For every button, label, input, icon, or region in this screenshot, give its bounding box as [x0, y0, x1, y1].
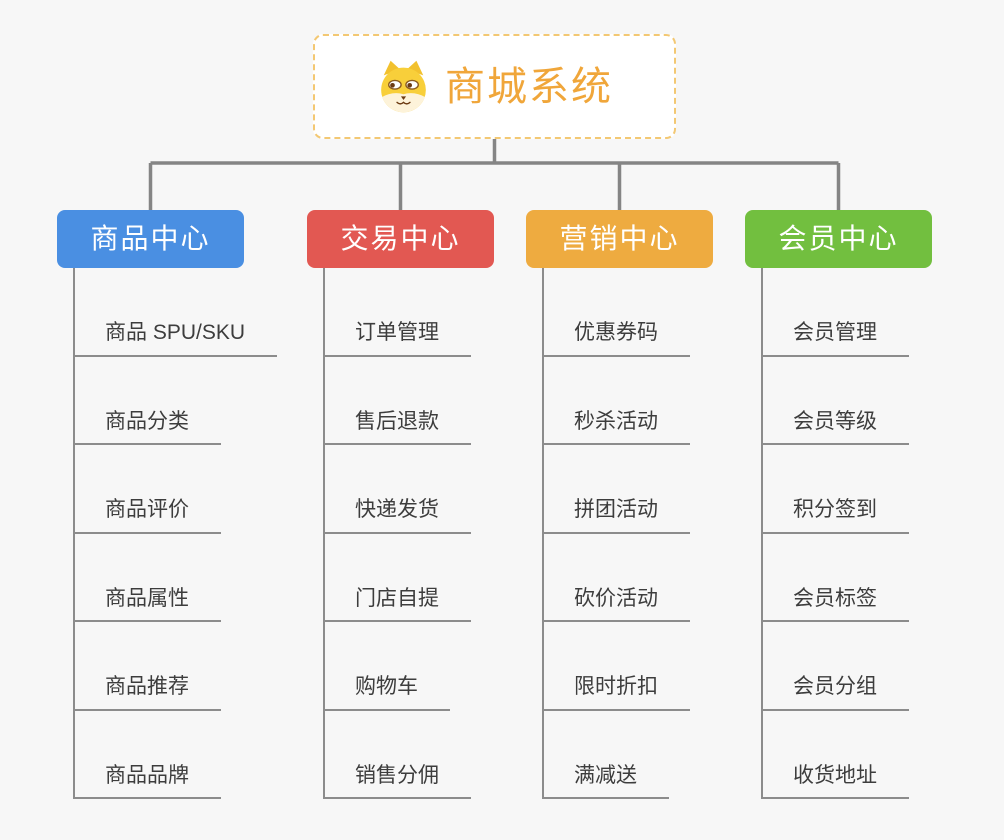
leaf-row: 收货地址 — [761, 710, 909, 799]
leaf-list: 商品 SPU/SKU 商品分类 商品评价 商品属性 商品推荐 商品品牌 — [73, 268, 278, 799]
leaf-node[interactable]: 砍价活动 — [574, 586, 658, 610]
leaf-row: 限时折扣 — [542, 622, 690, 711]
leaf-node[interactable]: 满减送 — [574, 763, 637, 787]
leaf-list: 优惠券码 秒杀活动 拼团活动 砍价活动 限时折扣 满减送 — [542, 268, 690, 799]
leaf-row: 拼团活动 — [542, 445, 690, 534]
leaf-list: 会员管理 会员等级 积分签到 会员标签 会员分组 收货地址 — [761, 268, 909, 799]
branch-box-3[interactable]: 会员中心 — [745, 210, 932, 268]
leaf-row: 会员分组 — [761, 622, 909, 711]
leaf-node[interactable]: 购物车 — [355, 675, 418, 699]
leaf-row: 商品属性 — [73, 533, 221, 622]
branch-label: 营销中心 — [559, 223, 680, 254]
leaf-row: 砍价活动 — [542, 533, 690, 622]
leaf-row: 商品推荐 — [73, 622, 221, 711]
branch-label: 交易中心 — [340, 223, 461, 254]
leaf-row: 快递发货 — [323, 445, 471, 534]
leaf-list: 订单管理 售后退款 快递发货 门店自提 购物车 销售分佣 — [323, 268, 471, 799]
leaf-node[interactable]: 商品品牌 — [105, 763, 189, 787]
leaf-row: 优惠券码 — [542, 268, 690, 357]
leaf-node[interactable]: 售后退款 — [355, 409, 439, 433]
branch-box-0[interactable]: 商品中心 — [57, 210, 244, 268]
leaf-node[interactable]: 商品 SPU/SKU — [105, 321, 246, 345]
leaf-node[interactable]: 订单管理 — [355, 321, 439, 345]
branch-box-1[interactable]: 交易中心 — [307, 210, 494, 268]
dog-face-icon — [381, 60, 426, 113]
leaf-row: 积分签到 — [761, 445, 909, 534]
leaf-row: 门店自提 — [323, 533, 471, 622]
branch-box-2[interactable]: 营销中心 — [526, 210, 713, 268]
leaf-node[interactable]: 商品评价 — [105, 498, 189, 522]
leaf-node[interactable]: 限时折扣 — [574, 675, 658, 699]
leaf-row: 购物车 — [323, 622, 450, 711]
leaf-row: 会员等级 — [761, 356, 909, 445]
leaf-row: 售后退款 — [323, 356, 471, 445]
leaf-row: 满减送 — [542, 710, 669, 799]
leaf-row: 会员管理 — [761, 268, 909, 357]
leaf-node[interactable]: 会员管理 — [793, 321, 877, 345]
leaf-row: 商品分类 — [73, 356, 221, 445]
leaf-row: 订单管理 — [323, 268, 471, 357]
branch-label: 会员中心 — [778, 223, 899, 254]
leaf-node[interactable]: 收货地址 — [793, 763, 877, 787]
leaf-node[interactable]: 拼团活动 — [574, 498, 658, 522]
leaf-node[interactable]: 商品属性 — [105, 586, 189, 610]
leaf-row: 商品 SPU/SKU — [73, 268, 278, 357]
leaf-node[interactable]: 快递发货 — [355, 498, 439, 522]
leaf-node[interactable]: 会员分组 — [793, 675, 877, 699]
leaf-node[interactable]: 门店自提 — [355, 586, 439, 610]
leaf-node[interactable]: 商品推荐 — [105, 675, 189, 699]
leaf-node[interactable]: 秒杀活动 — [574, 409, 658, 433]
leaf-node[interactable]: 会员等级 — [793, 409, 877, 433]
leaf-row: 销售分佣 — [323, 710, 471, 799]
leaf-node[interactable]: 会员标签 — [793, 586, 877, 610]
root-node[interactable]: 商城系统 — [313, 34, 676, 139]
branch-label: 商品中心 — [90, 223, 211, 254]
root-title: 商城系统 — [445, 64, 613, 109]
leaf-row: 商品评价 — [73, 445, 221, 534]
leaf-node[interactable]: 积分签到 — [793, 498, 877, 522]
leaf-node[interactable]: 优惠券码 — [574, 321, 658, 345]
leaf-node[interactable]: 销售分佣 — [355, 763, 439, 787]
leaf-node[interactable]: 商品分类 — [105, 409, 189, 433]
leaf-row: 秒杀活动 — [542, 356, 690, 445]
leaf-row: 商品品牌 — [73, 710, 221, 799]
leaf-row: 会员标签 — [761, 533, 909, 622]
